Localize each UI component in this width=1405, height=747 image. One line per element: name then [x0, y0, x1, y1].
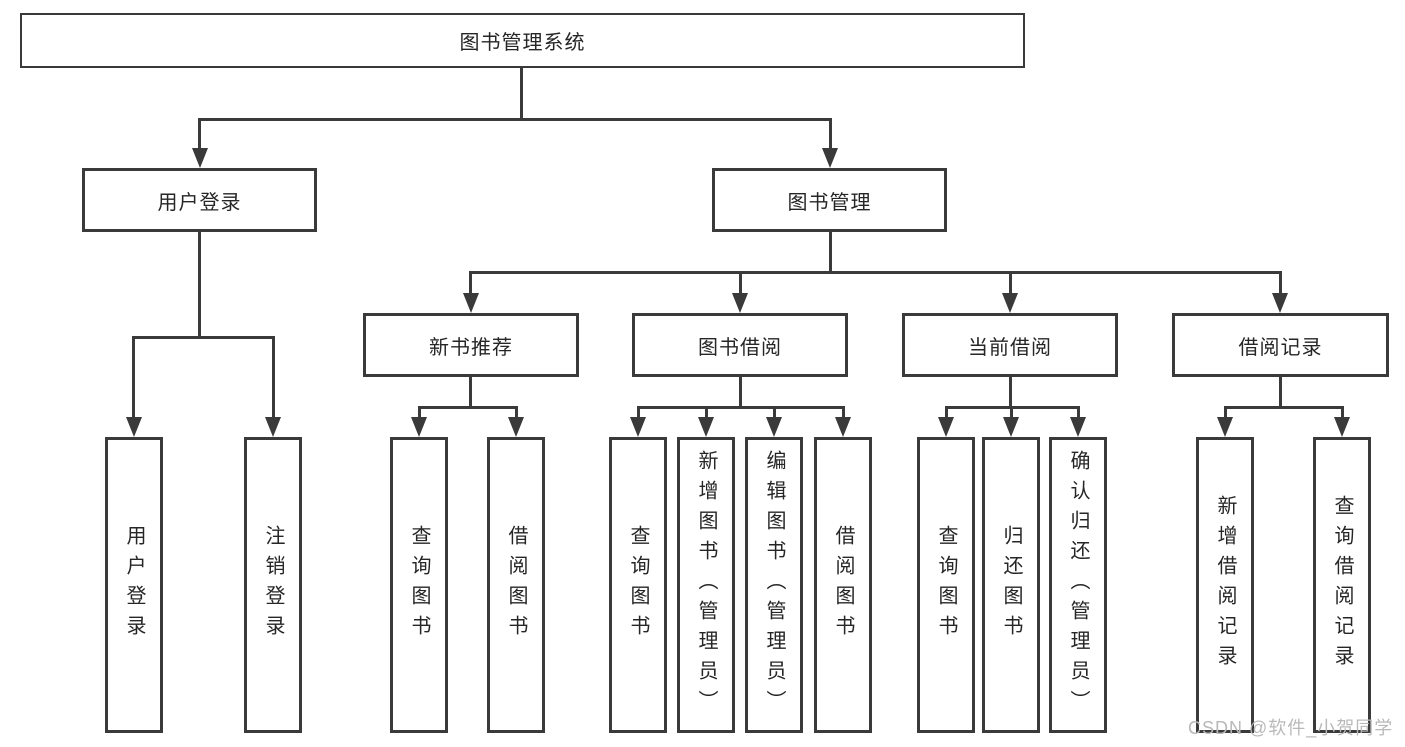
node-label: 注销登录 — [262, 525, 284, 645]
leaf-query-books-current: 查询图书 — [917, 437, 975, 733]
connector-line — [1077, 406, 1080, 421]
leaf-query-books-borrow: 查询图书 — [609, 437, 667, 733]
connector-line — [1341, 406, 1344, 421]
connector-line — [739, 377, 742, 409]
connector-line — [132, 336, 275, 339]
connector-line — [469, 377, 472, 409]
node-borrow-records: 借阅记录 — [1172, 313, 1389, 377]
connector-line — [1279, 377, 1282, 409]
connector-line — [198, 118, 201, 151]
arrow-down-icon — [411, 417, 427, 437]
arrow-down-icon — [508, 417, 524, 437]
connector-line — [1009, 377, 1012, 409]
leaf-query-books-recommend: 查询图书 — [390, 437, 448, 733]
arrow-down-icon — [265, 417, 281, 437]
node-label: 查询图书 — [935, 525, 957, 645]
connector-line — [637, 406, 640, 421]
node-library-system: 图书管理系统 — [20, 13, 1025, 68]
connector-line — [469, 271, 472, 295]
arrow-down-icon — [463, 293, 479, 313]
node-book-management: 图书管理 — [712, 168, 947, 232]
connector-line — [198, 232, 201, 336]
arrow-down-icon — [1070, 417, 1086, 437]
connector-line — [773, 406, 776, 421]
connector-line — [515, 406, 518, 421]
leaf-add-borrow-record: 新增借阅记录 — [1196, 437, 1254, 733]
connector-line — [739, 271, 742, 295]
node-current-borrow: 当前借阅 — [902, 313, 1118, 377]
leaf-query-borrow-record: 查询借阅记录 — [1313, 437, 1371, 733]
leaf-add-book-admin: 新增图书（管理员） — [677, 437, 735, 733]
connector-line — [198, 118, 832, 121]
connector-line — [272, 336, 275, 420]
connector-line — [418, 406, 518, 409]
arrow-down-icon — [766, 417, 782, 437]
node-label: 图书管理 — [787, 191, 872, 214]
node-label: 归还图书 — [1000, 525, 1022, 645]
connector-line — [1279, 271, 1282, 295]
node-label: 图书借阅 — [698, 336, 782, 359]
connector-line — [1224, 406, 1344, 409]
arrow-down-icon — [732, 293, 748, 313]
node-label: 用户登录 — [123, 525, 145, 645]
node-label: 编辑图书（管理员） — [763, 450, 785, 720]
node-user-login: 用户登录 — [82, 168, 317, 232]
node-label: 借阅记录 — [1238, 336, 1323, 359]
node-label: 查询借阅记录 — [1331, 495, 1353, 675]
arrow-down-icon — [1334, 417, 1350, 437]
node-label: 确认归还（管理员） — [1067, 450, 1089, 720]
connector-line — [637, 406, 845, 409]
node-label: 当前借阅 — [968, 336, 1052, 359]
connector-line — [1009, 271, 1012, 295]
node-book-borrow: 图书借阅 — [632, 313, 848, 377]
node-label: 用户登录 — [157, 191, 242, 214]
connector-line — [705, 406, 708, 421]
arrow-down-icon — [126, 417, 142, 437]
arrow-down-icon — [835, 417, 851, 437]
watermark: CSDN @软件_小贺同学 — [1188, 718, 1394, 738]
node-label: 借阅图书 — [832, 525, 854, 645]
leaf-logout: 注销登录 — [244, 437, 302, 733]
leaf-confirm-return-admin: 确认归还（管理员） — [1049, 437, 1107, 733]
arrow-down-icon — [1002, 293, 1018, 313]
node-label: 图书管理系统 — [459, 32, 586, 54]
arrow-down-icon — [192, 148, 208, 168]
arrow-down-icon — [822, 148, 838, 168]
node-new-book-recommend: 新书推荐 — [363, 313, 579, 377]
connector-line — [945, 406, 948, 421]
leaf-return-book: 归还图书 — [982, 437, 1040, 733]
leaf-borrow-books-recommend: 借阅图书 — [487, 437, 545, 733]
leaf-edit-book-admin: 编辑图书（管理员） — [745, 437, 803, 733]
node-label: 新增图书（管理员） — [695, 450, 717, 720]
arrow-down-icon — [1217, 417, 1233, 437]
connector-line — [1224, 406, 1227, 421]
connector-line — [842, 406, 845, 421]
leaf-user-login: 用户登录 — [105, 437, 163, 733]
arrow-down-icon — [1272, 293, 1288, 313]
node-label: 借阅图书 — [505, 525, 527, 645]
connector-line — [829, 232, 832, 272]
connector-line — [132, 336, 135, 420]
arrow-down-icon — [630, 417, 646, 437]
connector-line — [469, 271, 1282, 274]
connector-line — [520, 68, 523, 120]
arrow-down-icon — [698, 417, 714, 437]
arrow-down-icon — [1003, 417, 1019, 437]
leaf-borrow-books-borrow: 借阅图书 — [814, 437, 872, 733]
node-label: 新增借阅记录 — [1214, 495, 1236, 675]
arrow-down-icon — [938, 417, 954, 437]
node-label: 查询图书 — [627, 525, 649, 645]
node-label: 查询图书 — [408, 525, 430, 645]
connector-line — [1010, 406, 1013, 421]
connector-line — [418, 406, 421, 421]
node-label: 新书推荐 — [429, 336, 513, 359]
connector-line — [829, 118, 832, 151]
